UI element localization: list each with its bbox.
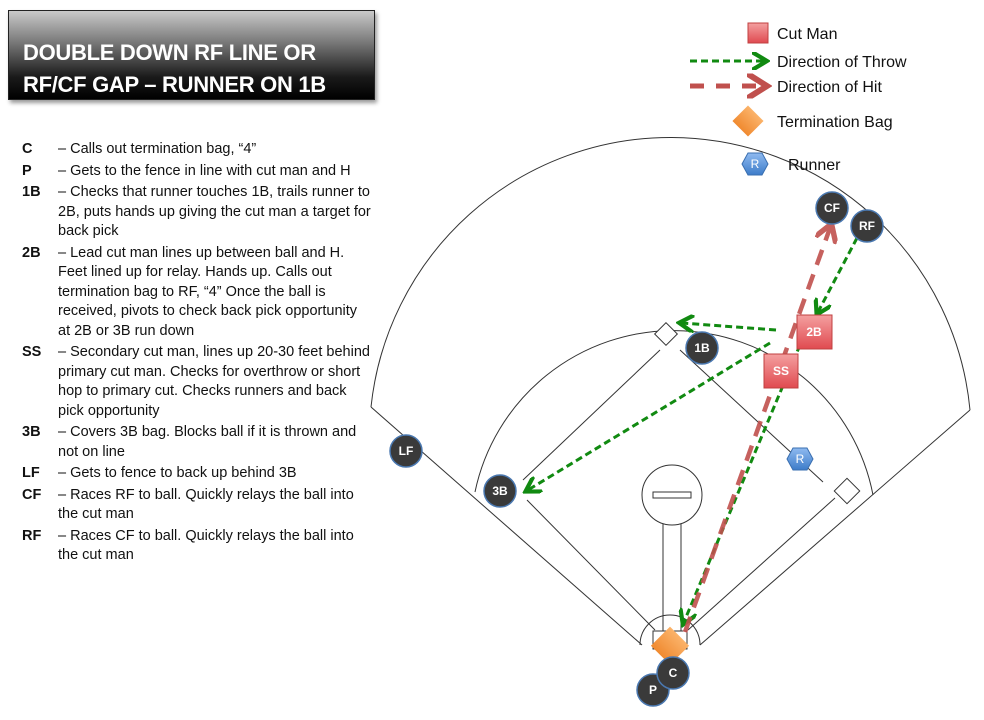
svg-text:CF: CF [824, 201, 840, 215]
role-text: – Calls out termination bag, “4” [58, 141, 257, 157]
svg-text:R: R [751, 157, 760, 171]
role-item-3b: 3B – Covers 3B bag. Blocks ball if it is … [22, 423, 372, 462]
role-text: – Covers 3B bag. Blocks ball if it is th… [58, 424, 357, 460]
legend-throw: Direction of Throw [777, 54, 907, 71]
title-line-1: DOUBLE DOWN RF LINE OR [23, 40, 316, 65]
role-item-cf: CF – Races RF to ball. Quickly relays the… [22, 486, 372, 525]
player-1b: 1B [685, 331, 719, 365]
legend: Cut Man Direction of Throw Direction of … [690, 22, 907, 176]
role-list: C – Calls out termination bag, “4” P – Get… [22, 140, 372, 568]
role-text: – Gets to fence to back up behind 3B [58, 465, 297, 481]
svg-text:RF: RF [859, 219, 875, 233]
legend-termination-icon [732, 105, 764, 137]
throw-arrow [684, 344, 802, 622]
pitchers-mound [641, 464, 703, 526]
throw-arrow [818, 237, 859, 312]
player-lf: LF [389, 434, 423, 468]
player-3b: 3B [483, 474, 517, 508]
player-cf: CF [815, 191, 849, 225]
left-upper-path [522, 349, 661, 481]
role-position: LF [22, 465, 40, 481]
home-cutout [639, 614, 701, 646]
runner-marker: R [786, 447, 814, 471]
role-position: 1B [22, 184, 41, 200]
role-text: – Checks that runner touches 1B, trails … [58, 184, 371, 239]
outfield-fence [370, 136, 971, 411]
svg-text:2B: 2B [806, 325, 822, 339]
role-position: 2B [22, 244, 41, 261]
role-position: 3B [22, 424, 41, 440]
svg-text:P: P [649, 683, 657, 697]
legend-hit: Direction of Hit [777, 79, 882, 96]
legend-runner: Runner [788, 157, 841, 174]
svg-text:R: R [796, 452, 805, 466]
throw-arrow [528, 341, 771, 490]
role-position: CF [22, 486, 42, 503]
role-item-c: C – Calls out termination bag, “4” [22, 140, 372, 160]
svg-text:C: C [669, 666, 678, 680]
role-item-rf: RF – Races CF to ball. Quickly relays the… [22, 527, 372, 566]
right-baseline-inner [687, 497, 836, 631]
player-c: C [656, 656, 690, 690]
cut-man-ss: SS [763, 353, 799, 389]
role-text: – Races RF to ball. Quickly relays the b… [58, 486, 354, 523]
role-text: – Secondary cut man, lines up 20-30 feet… [58, 344, 370, 419]
cut-man-2b: 2B [796, 314, 833, 350]
left-baseline-inner [526, 499, 656, 631]
role-position: P [22, 162, 32, 179]
field-lines [370, 136, 971, 650]
base-right [833, 477, 861, 505]
legend-runner-icon: R [741, 152, 769, 176]
role-item-lf: LF – Gets to fence to back up behind 3B [22, 464, 372, 484]
role-item-p: P – Gets to the fence in line with cut ma… [22, 162, 372, 182]
title-banner: DOUBLE DOWN RF LINE OR RF/CF GAP – RUNNE… [8, 10, 375, 100]
role-item-1b: 1B – Checks that runner touches 1B, trail… [22, 183, 372, 242]
termination-bag [650, 626, 690, 665]
legend-termination: Termination Bag [777, 114, 893, 131]
right-foul-line [699, 409, 971, 646]
pitching-rubber [652, 491, 692, 499]
role-text: – Races CF to ball. Quickly relays the b… [58, 527, 354, 564]
role-item-ss: SS – Secondary cut man, lines up 20-30 fe… [22, 343, 372, 421]
role-item-2b: 2B – Lead cut man lines up between ball a… [22, 244, 372, 342]
legend-cut-man: Cut Man [777, 26, 837, 43]
title-line-2: RF/CF GAP – RUNNER ON 1B [23, 72, 326, 97]
svg-text:LF: LF [399, 444, 414, 458]
svg-text:1B: 1B [694, 341, 710, 355]
infield-arc [474, 330, 874, 496]
throw-arrow [682, 323, 777, 330]
role-position: C [22, 141, 33, 157]
legend-cut-man-icon [747, 22, 769, 44]
svg-text:3B: 3B [492, 484, 508, 498]
svg-text:SS: SS [773, 364, 789, 378]
role-position: SS [22, 344, 42, 360]
hit-arrow [682, 228, 830, 633]
player-rf: RF [850, 209, 884, 243]
players: CF RF 1B LF 3B P C [389, 191, 884, 707]
throw-arrows [528, 237, 859, 622]
base-top [653, 321, 679, 347]
role-position: RF [22, 527, 42, 544]
role-text: – Lead cut man lines up between ball and… [58, 244, 358, 339]
role-text: – Gets to the fence in line with cut man… [58, 162, 351, 179]
